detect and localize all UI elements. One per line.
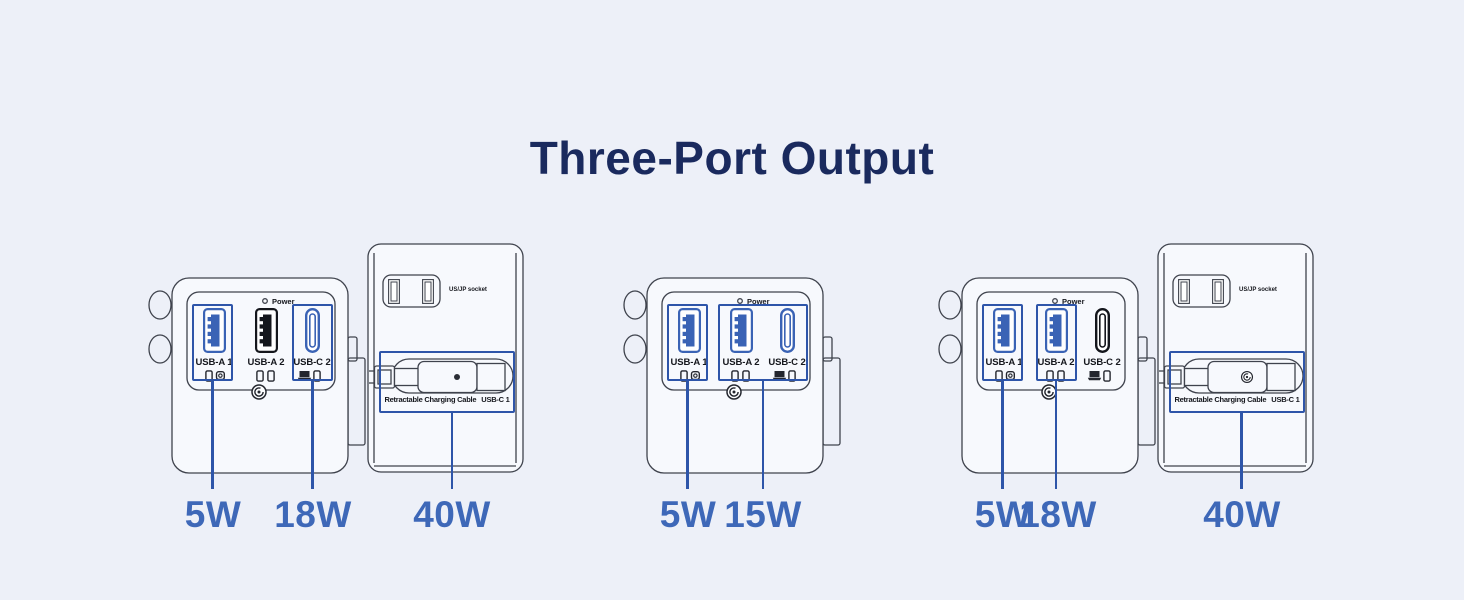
highlight-box-usb-a2-usb-c2	[718, 304, 808, 381]
highlight-box-usb-a1	[667, 304, 708, 381]
cable-connector-dot	[454, 374, 460, 380]
callout-line-40w	[1240, 413, 1243, 489]
cable-port-label: USB-C 1	[481, 395, 510, 404]
callout-line-40w	[450, 413, 454, 489]
usb-a-1-label: USB-A 1	[670, 357, 708, 368]
callout-line-5w	[211, 381, 214, 489]
brand-swirl-icon	[726, 384, 742, 400]
usb-c-2-label: USB-C 2	[293, 357, 331, 368]
wattage-label: 5W	[974, 494, 1032, 535]
cable-caption: Retractable Charging Cable USB-C 1	[1169, 395, 1305, 404]
power-indicator-label: Power	[272, 297, 295, 306]
cable-caption-text: Retractable Charging Cable	[384, 395, 477, 404]
usb-a-1-label: USB-A 1	[985, 357, 1023, 368]
adapter-back-view	[355, 235, 530, 480]
laptop-icon	[1087, 371, 1102, 381]
socket-label: US/JP socket	[449, 287, 487, 293]
usb-a-2-label: USB-A 2	[1037, 357, 1075, 368]
highlight-box-usb-a2	[1036, 304, 1077, 381]
highlight-box-retractable-cable	[1169, 351, 1305, 413]
usb-c-2-port-icon	[1094, 308, 1111, 353]
callout-line-18w	[311, 381, 314, 489]
brand-swirl-icon	[251, 384, 267, 400]
power-indicator-label: Power	[747, 297, 770, 306]
socket-label: US/JP socket	[1239, 287, 1277, 293]
usb-a-2-label: USB-A 2	[722, 357, 760, 368]
callout-line-15w	[761, 381, 765, 489]
usb-a-2-label: USB-A 2	[247, 357, 285, 368]
power-indicator-label: Power	[1062, 297, 1085, 306]
cable-port-label: USB-C 1	[1271, 395, 1300, 404]
usb-a-2-port-icon	[255, 308, 278, 353]
callout-line-5w	[1001, 381, 1004, 489]
page-title: Three-Port Output	[529, 132, 935, 184]
wattage-label: 15W	[724, 494, 802, 535]
wattage-label: 40W	[1203, 494, 1281, 535]
wattage-label: 40W	[413, 494, 491, 535]
callout-line-18w	[1054, 381, 1058, 489]
highlight-box-usb-a1	[192, 304, 233, 381]
usb-c-2-label: USB-C 2	[768, 357, 806, 368]
callout-line-5w	[686, 381, 689, 489]
highlight-box-usb-c2	[292, 304, 333, 381]
highlight-box-usb-a1	[982, 304, 1023, 381]
wattage-label: 18W	[1019, 494, 1097, 535]
highlight-box-retractable-cable	[379, 351, 515, 413]
adapter-front-view	[148, 277, 366, 474]
wattage-label: 5W	[184, 494, 242, 535]
usb-c-2-label: USB-C 2	[1083, 357, 1121, 368]
wattage-label: 5W	[659, 494, 717, 535]
usb-a-1-label: USB-A 1	[195, 357, 233, 368]
wattage-label: 18W	[274, 494, 352, 535]
cable-caption: Retractable Charging Cable USB-C 1	[379, 395, 515, 404]
cable-caption-text: Retractable Charging Cable	[1174, 395, 1267, 404]
